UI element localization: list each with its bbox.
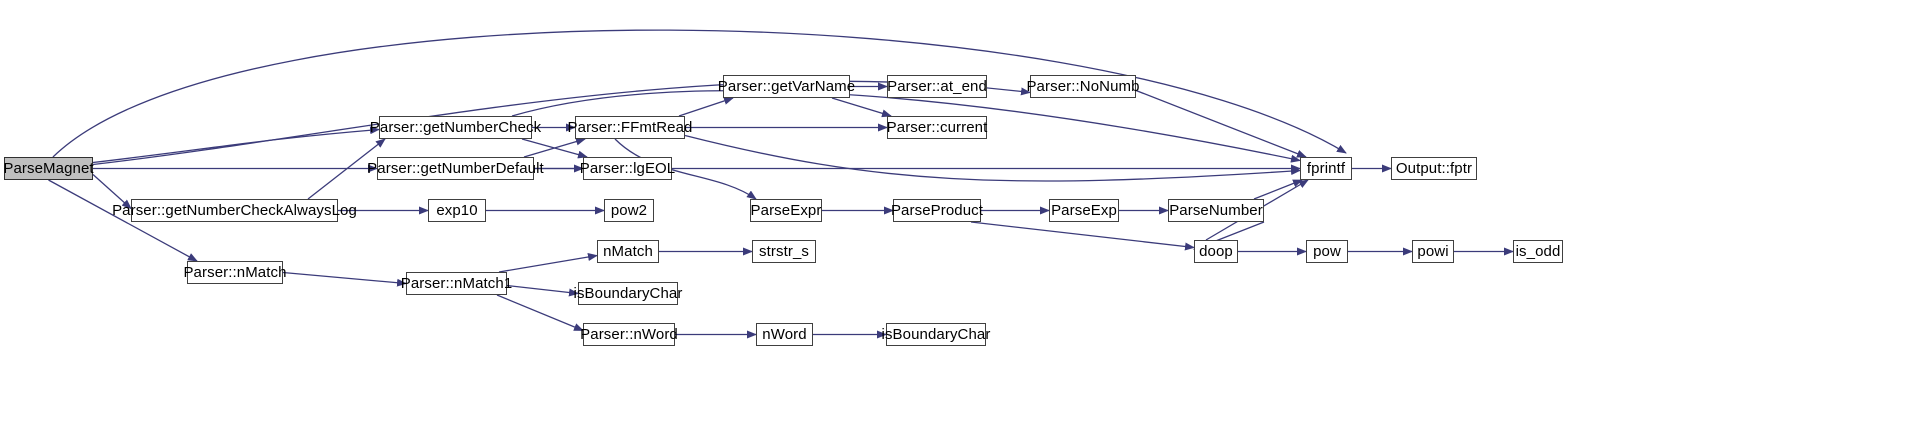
graph-node-parsenumber[interactable]: ParseNumber	[1168, 199, 1264, 222]
graph-node-parseproduct[interactable]: ParseProduct	[891, 199, 983, 222]
graph-node-label: ParseProduct	[890, 202, 984, 219]
graph-node-powi[interactable]: powi	[1412, 240, 1454, 263]
graph-node-parsemagnet[interactable]: ParseMagnet	[3, 157, 94, 180]
graph-node-is-odd[interactable]: is_odd	[1513, 240, 1563, 263]
graph-node-parser-ffmtread[interactable]: Parser::FFmtRead	[568, 116, 692, 139]
graph-node-label: ParseExp	[1051, 202, 1117, 219]
graph-node-parser-getnumbercheckalwayslog[interactable]: Parser::getNumberCheckAlwaysLog	[112, 199, 357, 222]
graph-node-parser-getnumberdefault[interactable]: Parser::getNumberDefault	[367, 157, 544, 180]
graph-node-label: pow	[1313, 243, 1341, 260]
graph-node-doop[interactable]: doop	[1194, 240, 1238, 263]
graph-node-output-fptr[interactable]: Output::fptr	[1391, 157, 1477, 180]
graph-node-parser-nmatch1[interactable]: Parser::nMatch1	[401, 272, 512, 295]
graph-node-isboundarychar-2[interactable]: isBoundaryChar	[882, 323, 990, 346]
graph-node-parser-getvarname[interactable]: Parser::getVarName	[718, 75, 855, 98]
graph-node-label: Parser::FFmtRead	[567, 119, 693, 136]
graph-node-label: Parser::lgEOL	[579, 160, 676, 177]
graph-node-parseexp[interactable]: ParseExp	[1049, 199, 1119, 222]
graph-node-parser-nmatch[interactable]: Parser::nMatch	[183, 261, 286, 284]
graph-node-strstr-s[interactable]: strstr_s	[752, 240, 816, 263]
graph-node-label: Parser::current	[886, 119, 988, 136]
graph-node-label: isBoundaryChar	[881, 326, 991, 343]
graph-node-label: doop	[1199, 243, 1233, 260]
graph-node-label: Parser::nMatch1	[400, 275, 513, 292]
graph-node-parser-getnumbercheck[interactable]: Parser::getNumberCheck	[370, 116, 541, 139]
graph-node-isboundarychar-1[interactable]: isBoundaryChar	[574, 282, 682, 305]
graph-node-pow2[interactable]: pow2	[604, 199, 654, 222]
graph-node-label: ParseExpr	[750, 202, 822, 219]
graph-node-label: exp10	[436, 202, 478, 219]
graph-node-label: Parser::getVarName	[717, 78, 856, 95]
graph-node-label: Parser::nWord	[580, 326, 678, 343]
graph-node-label: Output::fptr	[1395, 160, 1473, 177]
graph-node-parser-at-end[interactable]: Parser::at_end	[887, 75, 987, 98]
graph-node-nword[interactable]: nWord	[756, 323, 813, 346]
graph-node-label: Parser::nMatch	[183, 264, 287, 281]
graph-node-label: Parser::getNumberDefault	[367, 160, 544, 177]
graph-node-label: pow2	[610, 202, 648, 219]
graph-node-label: strstr_s	[759, 243, 809, 260]
graph-node-label: Parser::getNumberCheckAlwaysLog	[112, 202, 357, 219]
graph-node-parseexpr[interactable]: ParseExpr	[750, 199, 822, 222]
graph-node-parser-current[interactable]: Parser::current	[887, 116, 987, 139]
graph-node-parser-nonumb[interactable]: Parser::NoNumb	[1026, 75, 1139, 98]
graph-node-label: ParseNumber	[1169, 202, 1263, 219]
graph-node-pow[interactable]: pow	[1306, 240, 1348, 263]
graph-node-label: ParseMagnet	[3, 160, 94, 177]
graph-node-label: Parser::at_end	[887, 78, 987, 95]
graph-node-label: fprintf	[1306, 160, 1346, 177]
graph-node-label: nMatch	[603, 243, 653, 260]
graph-node-label: nWord	[762, 326, 807, 343]
graph-node-nmatch[interactable]: nMatch	[597, 240, 659, 263]
graph-node-label: powi	[1417, 243, 1449, 260]
graph-node-label: Parser::getNumberCheck	[369, 119, 542, 136]
graph-node-fprintf[interactable]: fprintf	[1300, 157, 1352, 180]
graph-node-label: Parser::NoNumb	[1026, 78, 1140, 95]
graph-node-exp10[interactable]: exp10	[428, 199, 486, 222]
graph-node-label: is_odd	[1515, 243, 1561, 260]
graph-node-label: isBoundaryChar	[573, 285, 683, 302]
graph-node-parser-lgeol[interactable]: Parser::lgEOL	[580, 157, 675, 180]
graph-node-parser-nword[interactable]: Parser::nWord	[580, 323, 678, 346]
